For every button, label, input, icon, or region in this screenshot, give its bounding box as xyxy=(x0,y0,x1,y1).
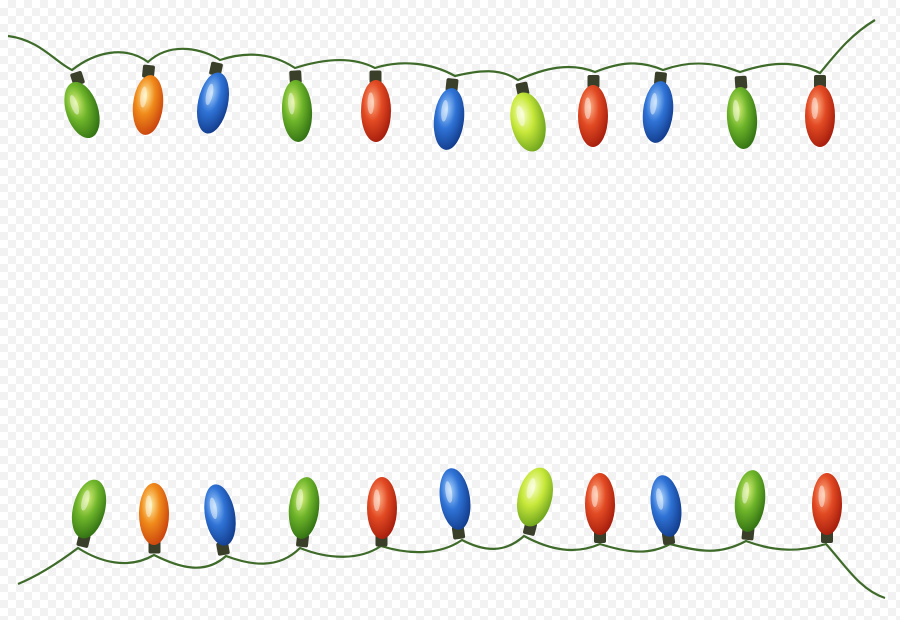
bulb-highlight xyxy=(445,481,453,503)
light-wire xyxy=(7,19,876,82)
light-bulb-red xyxy=(361,70,391,142)
bulb-highlight xyxy=(818,485,826,508)
light-bulb-red xyxy=(585,473,615,543)
bulb-highlight xyxy=(584,97,592,120)
bulb-glass xyxy=(805,85,835,147)
bulb-glass xyxy=(71,479,107,539)
light-bulb-green xyxy=(288,477,320,548)
bulb-highlight xyxy=(209,497,218,519)
bulb-glass xyxy=(812,473,842,535)
bulb-glass xyxy=(585,473,615,535)
light-bulb-green xyxy=(281,70,313,142)
bulb-socket xyxy=(289,70,302,84)
bulb-glass xyxy=(578,85,608,147)
bulb-highlight xyxy=(516,105,525,127)
bulb-highlight xyxy=(656,488,664,510)
bulb-highlight xyxy=(140,86,148,108)
light-bulb-orange xyxy=(139,483,169,554)
bulb-highlight xyxy=(650,92,658,115)
light-bulb-blue xyxy=(433,78,465,150)
bulb-socket xyxy=(142,64,155,79)
bulb-glass xyxy=(433,88,465,150)
bulb-highlight xyxy=(205,83,214,105)
light-bulb-red xyxy=(805,75,835,147)
light-bulb-red xyxy=(812,473,842,543)
light-bulb-green xyxy=(64,70,100,139)
light-bulb-red xyxy=(367,477,397,547)
light-bulb-green xyxy=(726,75,758,149)
bulb-socket xyxy=(814,75,826,88)
light-bulb-blue xyxy=(196,61,230,134)
light-bulb-blue xyxy=(642,71,674,143)
light-bulb-red xyxy=(578,75,608,147)
bulb-socket xyxy=(369,70,382,84)
bulb-glass xyxy=(204,484,236,546)
bulb-glass xyxy=(510,92,546,152)
bulb-glass xyxy=(288,477,320,539)
bulb-socket xyxy=(445,78,459,92)
bulb-socket xyxy=(587,75,600,88)
bulb-glass xyxy=(367,477,397,539)
bulb-highlight xyxy=(373,489,381,512)
bulb-socket xyxy=(209,61,223,77)
bulb-glass xyxy=(64,81,100,139)
bottom-light-string xyxy=(17,467,886,600)
bulb-glass xyxy=(132,75,164,135)
bulb-glass xyxy=(650,475,682,537)
bulb-glass xyxy=(281,80,313,142)
top-light-string xyxy=(7,19,876,152)
bulb-highlight xyxy=(69,95,80,115)
light-bulb-green xyxy=(734,470,766,541)
bulb-glass xyxy=(439,468,471,530)
light-wire xyxy=(17,534,886,600)
bulb-socket xyxy=(515,81,530,97)
bulb-glass xyxy=(196,72,230,134)
light-bulb-orange xyxy=(132,64,164,135)
bulb-highlight xyxy=(367,92,375,115)
light-bulb-green xyxy=(71,479,107,548)
bulb-highlight xyxy=(811,97,819,120)
bulb-highlight xyxy=(526,478,536,499)
bulb-highlight xyxy=(591,485,599,508)
light-bulb-lime xyxy=(516,467,554,536)
bulb-highlight xyxy=(441,99,449,122)
bulb-glass xyxy=(361,80,391,142)
bulb-highlight xyxy=(732,99,740,122)
light-bulb-blue xyxy=(439,468,471,540)
bulb-glass xyxy=(726,87,758,149)
bulb-glass xyxy=(642,81,674,143)
bulb-glass xyxy=(139,483,169,545)
bulb-glass xyxy=(734,470,766,532)
bulb-highlight xyxy=(742,481,750,504)
light-bulb-blue xyxy=(204,484,236,556)
bulb-highlight xyxy=(288,92,295,115)
bulb-highlight xyxy=(145,495,153,518)
light-bulb-lime xyxy=(510,81,546,152)
bulb-highlight xyxy=(296,488,304,511)
bulb-glass xyxy=(516,467,554,527)
light-bulb-blue xyxy=(650,475,682,546)
bulb-highlight xyxy=(81,490,90,511)
bulb-socket xyxy=(734,75,748,90)
